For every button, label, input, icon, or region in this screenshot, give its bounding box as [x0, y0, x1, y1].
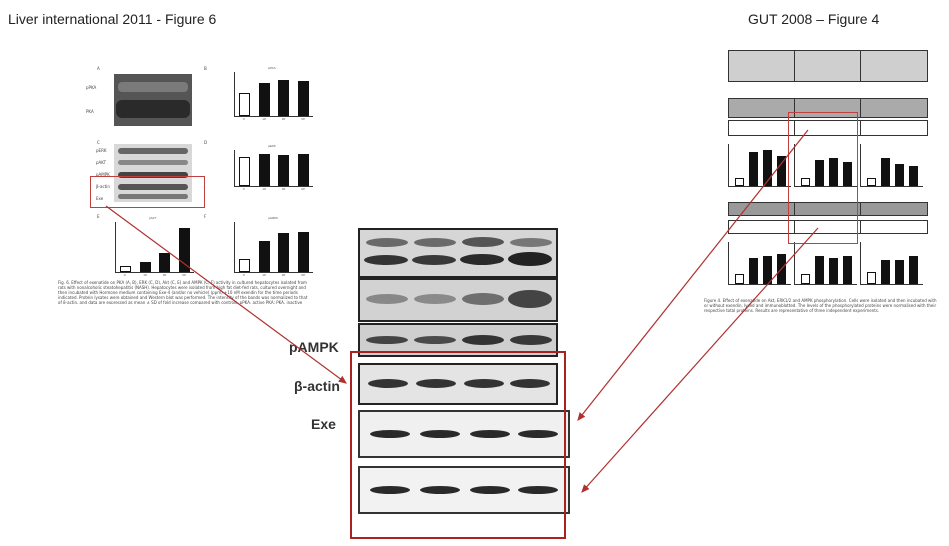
mini-chart-title: pERK [268, 144, 276, 148]
right-figure: Figure 4. Effect of exenatide on Akt, ER… [704, 46, 945, 336]
mini-chart-bar [278, 155, 290, 186]
right-chart-6 [860, 242, 923, 285]
mini-chart-bar [159, 253, 171, 272]
mini-chart-tick-label: 10' [262, 117, 267, 121]
row-label-pakt: pAKT [96, 160, 107, 165]
mini-chart-bar [297, 232, 309, 272]
row-label-ppka: pPKA [86, 85, 97, 90]
mini-chart-bar [120, 265, 132, 272]
right-blot-1 [728, 50, 796, 82]
right-highlight-box [788, 112, 858, 244]
left-figure-caption: Fig. 6. Effect of exenatide on PKA (A, B… [58, 280, 308, 304]
left-figure: A pPKA PKA C pERK pAKT pAMPK β-actin Exe… [58, 58, 324, 304]
mini-chart-pampk: pAMPK 0' 10' 30' 60' [234, 216, 313, 277]
mini-chart-bar [278, 233, 290, 272]
mini-chart-tick-label: 0' [242, 187, 245, 191]
right-blot-3 [860, 50, 928, 82]
center-blot-row-beta-actin [358, 363, 558, 405]
mini-chart-pakt: pAKT 0' 10' 30' 60' [115, 216, 194, 277]
row-label-perk: pERK [96, 148, 107, 153]
mini-chart-tick-label: 60' [301, 117, 306, 121]
mini-chart-bar [239, 93, 251, 116]
mini-chart-tick-label: 60' [182, 273, 187, 277]
arrow-right-to-bottom [581, 227, 819, 493]
row-label-pampk: pAMPK [96, 172, 110, 177]
panel-letter-c: C [97, 140, 100, 145]
center-blot-row-2 [358, 278, 558, 322]
right-chart-1 [728, 144, 791, 187]
row-label-beta-actin: β-actin [96, 184, 110, 189]
blot-panel-c [114, 144, 192, 202]
right-figure-caption: Figure 4. Effect of exenatide on Akt, ER… [704, 298, 937, 313]
panel-letter-b: B [204, 66, 207, 71]
panel-letter-a: A [97, 66, 100, 71]
panel-letter-f: F [204, 214, 207, 219]
mini-chart-tick-label: 30' [281, 273, 286, 277]
row-label-pka: PKA [86, 109, 94, 114]
mini-chart-tick-label: 0' [242, 117, 245, 121]
right-blot-12 [860, 202, 928, 216]
mini-chart-bar [278, 79, 290, 116]
mini-chart-bar [258, 154, 270, 186]
blot-panel-a [114, 74, 192, 126]
mini-chart-tick-label: 30' [281, 187, 286, 191]
mini-chart-tick-label: 0' [123, 273, 126, 277]
mini-chart-title: pPKA [268, 66, 276, 70]
mini-chart-tick-label: 30' [162, 273, 167, 277]
right-blot-9 [860, 120, 928, 136]
right-chart-3 [860, 144, 923, 187]
label-pampk: pAMPK [289, 339, 339, 355]
right-chart-5 [794, 242, 857, 285]
center-blot-row-exe [358, 410, 570, 458]
mini-chart-ppka: pPKA 0' 10' 30' 60' [234, 66, 313, 121]
center-blot-row-bottom [358, 466, 570, 514]
arrow-right-to-exe [577, 129, 809, 421]
mini-chart-tick-label: 30' [281, 117, 286, 121]
right-chart-2 [794, 144, 857, 187]
mini-chart-tick-label: 0' [242, 273, 245, 277]
right-figure-title: GUT 2008 – Figure 4 [748, 11, 880, 27]
mini-chart-tick-label: 10' [262, 273, 267, 277]
arrow-left-to-beta-actin [105, 205, 347, 384]
mini-chart-bar [139, 262, 151, 272]
center-blot-row-1 [358, 228, 558, 278]
mini-chart-bar [178, 228, 190, 272]
mini-chart-bar [239, 258, 251, 272]
mini-chart-title: pAMPK [268, 216, 279, 220]
mini-chart-perk: pERK 0' 10' 30' 60' [234, 144, 313, 191]
right-blot-15 [860, 220, 928, 234]
mini-chart-title: pAKT [149, 216, 157, 220]
right-blot-6 [860, 98, 928, 118]
mini-chart-bar [258, 240, 270, 272]
panel-letter-e: E [97, 214, 100, 219]
right-blot-2 [794, 50, 862, 82]
mini-chart-tick-label: 60' [301, 187, 306, 191]
mini-chart-tick-label: 10' [143, 273, 148, 277]
panel-letter-d: D [204, 140, 208, 145]
mini-chart-bar [239, 157, 251, 186]
mini-chart-tick-label: 60' [301, 273, 306, 277]
mini-chart-bar [297, 80, 309, 116]
left-highlight-box [90, 176, 205, 208]
label-beta-actin: β-actin [294, 378, 340, 394]
mini-chart-bar [258, 82, 270, 116]
mini-chart-bar [297, 154, 309, 186]
center-highlight-box [350, 351, 566, 539]
label-exe: Exe [311, 416, 336, 432]
mini-chart-tick-label: 10' [262, 187, 267, 191]
left-figure-title: Liver international 2011 - Figure 6 [8, 11, 217, 27]
row-label-exe: Exe [96, 196, 104, 201]
